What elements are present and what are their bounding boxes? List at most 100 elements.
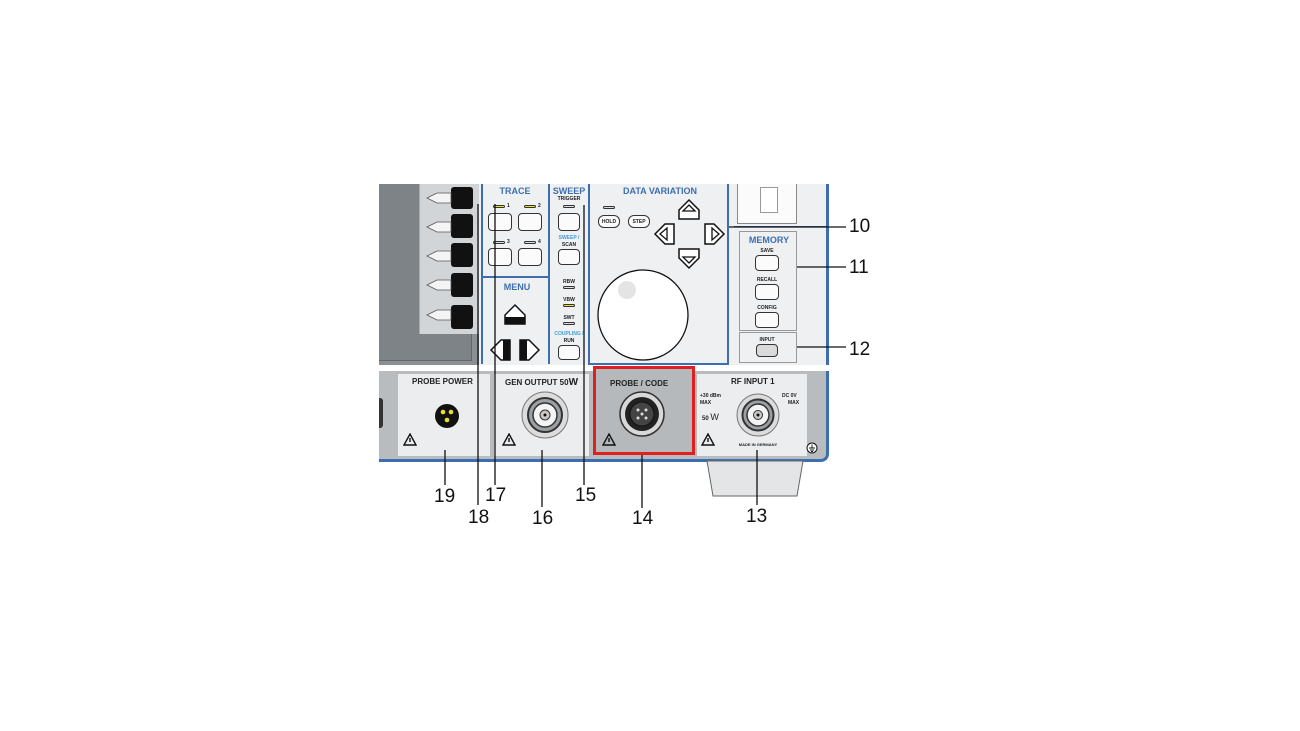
probe-power-label: PROBE POWER (412, 377, 473, 386)
trace-1-key[interactable] (488, 213, 512, 231)
divider (548, 184, 550, 364)
gen-output-connector[interactable] (520, 390, 570, 440)
rf-imp-value: 50 (702, 416, 709, 422)
probe-code-label: PROBE / CODE (610, 379, 669, 388)
rf-dc-line1: DC 0V (782, 393, 797, 399)
rf-max-line1: +30 dBm (700, 393, 721, 399)
coupling-run-key[interactable] (558, 345, 580, 360)
sweep-title: SWEEP (552, 186, 586, 196)
recall-label: RECALL (756, 277, 778, 283)
rf-imp-unit: W (710, 412, 719, 422)
softkey-3[interactable] (451, 243, 473, 267)
probe-code-connector[interactable] (618, 390, 666, 438)
swt-label: SWT (563, 315, 575, 321)
rf-input-label: RF INPUT 1 (731, 377, 775, 386)
callout-11: 11 (849, 257, 869, 278)
swt-led (563, 322, 575, 325)
divider (481, 184, 483, 364)
data-variation-title: DATA VARIATION (623, 186, 697, 196)
ground-icon (806, 442, 818, 454)
callout-14: 14 (632, 508, 654, 529)
divider (588, 184, 590, 364)
coupling-label: COUPLING / (554, 331, 584, 337)
callout-15: 15 (575, 485, 597, 506)
hold-led (603, 206, 615, 209)
sweep-scan-label-a: SWEEP / (558, 235, 580, 241)
trace-4-label: 4 (538, 239, 541, 245)
gen-output-text: GEN OUTPUT 50 (505, 378, 569, 387)
save-label: SAVE (760, 248, 774, 254)
input-box (739, 332, 797, 363)
memory-box (739, 231, 797, 331)
menu-title: MENU (503, 282, 531, 292)
run-label: RUN (563, 338, 575, 344)
vbw-label: VBW (563, 297, 575, 303)
trace-1-led (493, 205, 505, 208)
softkey-5[interactable] (451, 305, 473, 329)
trace-4-key[interactable] (518, 248, 542, 266)
memory-title: MEMORY (748, 235, 790, 245)
cursor-right-icon[interactable] (702, 222, 726, 246)
probe-code-highlight (593, 366, 695, 455)
trigger-label: TRIGGER (557, 196, 581, 202)
menu-left-icon[interactable] (489, 338, 513, 362)
step-label: STEP (632, 219, 646, 225)
callout-13: 13 (746, 506, 768, 527)
warning-icon (403, 433, 417, 446)
rbw-label: RBW (563, 279, 575, 285)
hold-label: HOLD (601, 219, 617, 225)
vbw-led (563, 304, 575, 307)
config-key[interactable] (755, 312, 779, 328)
callout-17: 17 (485, 485, 507, 506)
menu-right-icon[interactable] (517, 338, 541, 362)
trace-1-label: 1 (507, 203, 510, 209)
divider (588, 363, 728, 365)
divider (727, 184, 729, 365)
trigger-key[interactable] (558, 213, 580, 231)
cursor-left-icon[interactable] (653, 222, 677, 246)
rf-input-connector[interactable] (735, 392, 781, 438)
save-key[interactable] (755, 255, 779, 271)
trace-title: TRACE (499, 186, 531, 196)
softkey-1[interactable] (451, 187, 473, 209)
rf-impedance: 50 W (702, 412, 719, 422)
card-slot-window (760, 187, 778, 213)
callout-10: 10 (849, 216, 871, 237)
trace-4-led (524, 241, 536, 244)
device-foot (706, 460, 804, 497)
cursor-up-icon[interactable] (677, 198, 701, 222)
hold-key[interactable] (598, 215, 620, 228)
trace-3-led (493, 241, 505, 244)
input-key[interactable] (756, 344, 778, 357)
trace-2-key[interactable] (518, 213, 542, 231)
rbw-led (563, 286, 575, 289)
recall-key[interactable] (755, 284, 779, 300)
gen-output-unit: W (568, 377, 579, 388)
callout-12: 12 (849, 339, 871, 360)
menu-up-icon[interactable] (503, 303, 527, 327)
softkey-4[interactable] (451, 273, 473, 297)
probe-power-connector[interactable] (434, 403, 460, 429)
divider (481, 276, 549, 278)
input-label: INPUT (759, 337, 775, 343)
step-key[interactable] (628, 215, 650, 228)
softkey-arrows (426, 192, 452, 321)
trace-3-label: 3 (507, 239, 510, 245)
softkey-2[interactable] (451, 214, 473, 238)
made-in-label: MADE IN GERMANY (738, 442, 778, 447)
warning-icon (701, 433, 715, 446)
warning-icon (602, 433, 616, 446)
callout-19: 19 (434, 486, 456, 507)
trace-2-label: 2 (538, 203, 541, 209)
warning-icon (502, 433, 516, 446)
rf-max-line2: MAX (700, 400, 712, 406)
sweep-scan-key[interactable] (558, 249, 580, 265)
trace-2-led (524, 205, 536, 208)
rotary-knob[interactable] (594, 268, 692, 362)
cursor-down-icon[interactable] (677, 246, 701, 270)
gen-output-label: GEN OUTPUT 50W (505, 377, 578, 388)
sweep-scan-label-b: SCAN (561, 242, 577, 248)
rf-dc-line2: MAX (788, 400, 800, 406)
trace-3-key[interactable] (488, 248, 512, 266)
